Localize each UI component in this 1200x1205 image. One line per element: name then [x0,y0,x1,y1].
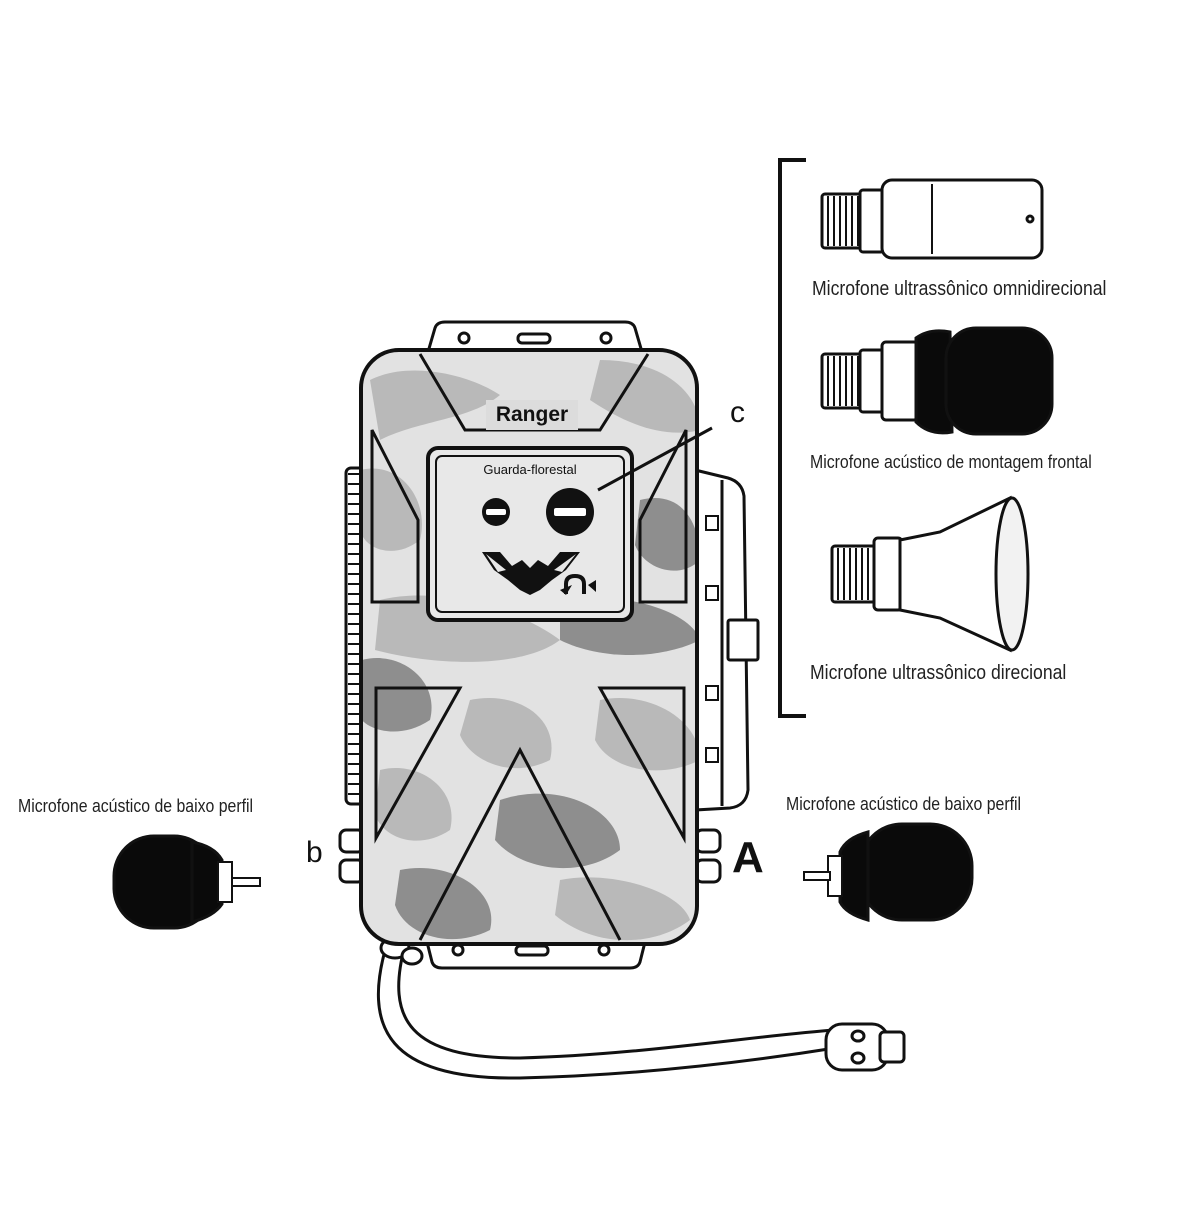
callout-b: b [306,836,323,869]
device-brand: Ranger [486,400,578,430]
callout-a: A [732,833,764,882]
button-icon [482,488,594,536]
bracket [778,158,806,718]
lanyard [376,936,906,1080]
port-a [694,828,722,884]
panel-label: Guarda-florestal [483,462,577,477]
callout-line-c [597,426,713,492]
port-b [338,828,366,884]
label-front-mount-acoustic-mic: Microfone acústico de montagem frontal [810,452,1092,472]
magnet-icon [560,573,596,595]
label-low-profile-mic-right: Microfone acústico de baixo perfil [786,794,1022,814]
label-omni-ultrasonic-mic: Microfone ultrassônico omnidirecional [812,278,1107,300]
omni-ultrasonic-mic [820,178,1044,260]
device-body [359,348,699,946]
bat-icon [482,552,580,595]
label-low-profile-mic-left: Microfone acústico de baixo perfil [18,796,254,816]
low-profile-mic-left [112,834,261,930]
right-side-compartment [693,468,760,812]
low-profile-mic-right [803,822,974,922]
callout-c: c [730,396,745,429]
top-cap [426,320,644,354]
directional-ultrasonic-mic [830,495,1030,653]
front-mount-acoustic-mic [820,326,1054,436]
label-directional-ultrasonic-mic: Microfone ultrassônico direcional [810,662,1067,684]
